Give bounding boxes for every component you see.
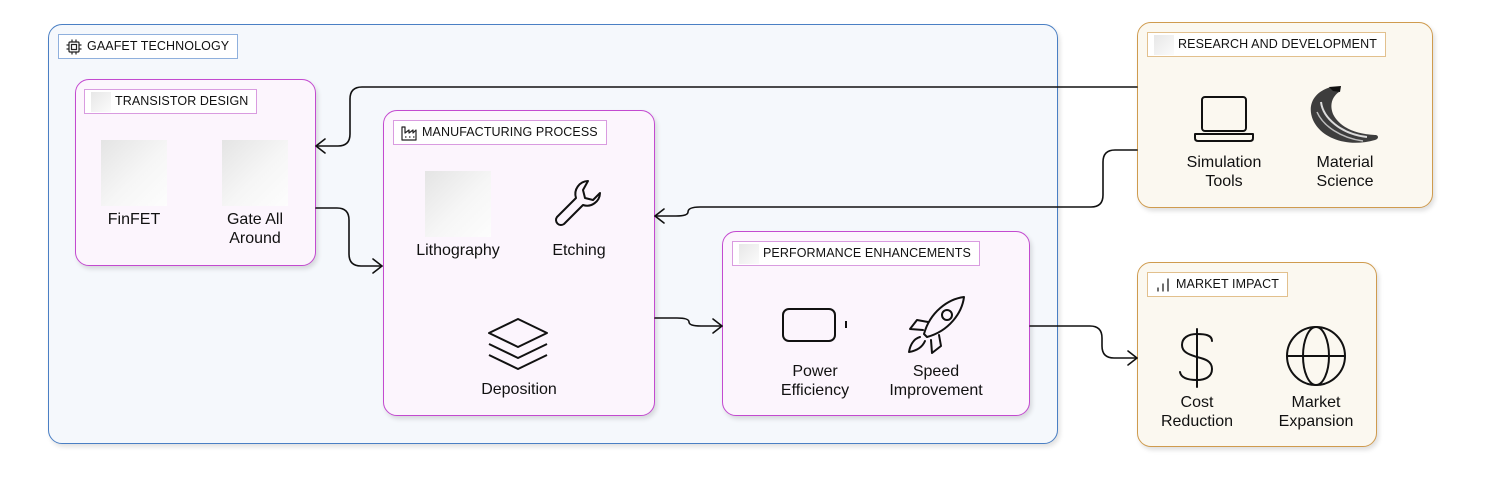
laptop-icon: [1194, 96, 1254, 142]
node-label-material-science: Material Science: [1316, 154, 1374, 190]
group-label-transistor-design: TRANSISTOR DESIGN: [84, 89, 258, 114]
battery-icon: [782, 308, 847, 342]
group-title: MANUFACTURING PROCESS: [422, 125, 598, 139]
edge-manufacturing-to-performance: [654, 317, 723, 327]
edge-research-to-manufacturing: [654, 149, 1138, 217]
node-label-speed-improvement: Speed Improvement: [889, 363, 983, 399]
edge-transistor-to-manufacturing: [315, 207, 383, 267]
arrowhead: [654, 208, 665, 224]
group-title: PERFORMANCE ENHANCEMENTS: [763, 246, 971, 260]
placeholder-icon: [739, 243, 759, 264]
lithography-image: [425, 171, 491, 237]
group-label-gaafet-technology: GAAFET TECHNOLOGY: [58, 34, 239, 59]
rocket-icon: [908, 296, 965, 354]
group-label-manufacturing-process: MANUFACTURING PROCESS: [393, 120, 607, 145]
arrowhead: [372, 258, 383, 274]
node-label-market-expansion: Market Expansion: [1278, 394, 1354, 430]
arrowhead: [1127, 350, 1138, 366]
node-label-lithography: Lithography: [416, 242, 500, 259]
node-label-gate-all-around: Gate All Around: [226, 211, 284, 247]
edge-performance-to-market: [1029, 325, 1138, 359]
finfet-image: [101, 140, 167, 206]
arrowhead: [315, 138, 326, 154]
node-label-simulation-tools: Simulation Tools: [1186, 154, 1262, 190]
node-label-etching: Etching: [552, 242, 606, 259]
group-label-market-impact: MARKET IMPACT: [1147, 272, 1288, 297]
bar-chart-icon: [1157, 277, 1169, 292]
group-label-research-and-development: RESEARCH AND DEVELOPMENT: [1147, 32, 1386, 57]
layers-icon: [488, 318, 548, 370]
node-label-cost-reduction: Cost Reduction: [1160, 394, 1234, 430]
globe-icon: [1286, 326, 1346, 386]
node-label-finfet: FinFET: [107, 211, 161, 228]
node-label-power-efficiency: Power Efficiency: [780, 363, 850, 399]
node-label-deposition: Deposition: [481, 381, 557, 398]
placeholder-icon: [91, 91, 111, 112]
dollar-icon: [1179, 328, 1214, 388]
group-title: TRANSISTOR DESIGN: [115, 94, 249, 108]
wrench-icon: [555, 180, 601, 226]
edge-research-to-transistor: [316, 86, 1138, 147]
factory-icon: [401, 125, 417, 141]
group-title: GAAFET TECHNOLOGY: [87, 39, 230, 53]
group-title: RESEARCH AND DEVELOPMENT: [1178, 37, 1377, 51]
group-manufacturing-process: [383, 110, 655, 416]
placeholder-icon: [1154, 34, 1174, 55]
horn-icon: [1310, 86, 1378, 143]
gate-all-around-image: [222, 140, 288, 206]
chip-icon: [66, 39, 82, 54]
group-label-performance-enhancements: PERFORMANCE ENHANCEMENTS: [732, 241, 980, 266]
group-title: MARKET IMPACT: [1176, 277, 1279, 291]
arrowhead: [712, 318, 723, 334]
